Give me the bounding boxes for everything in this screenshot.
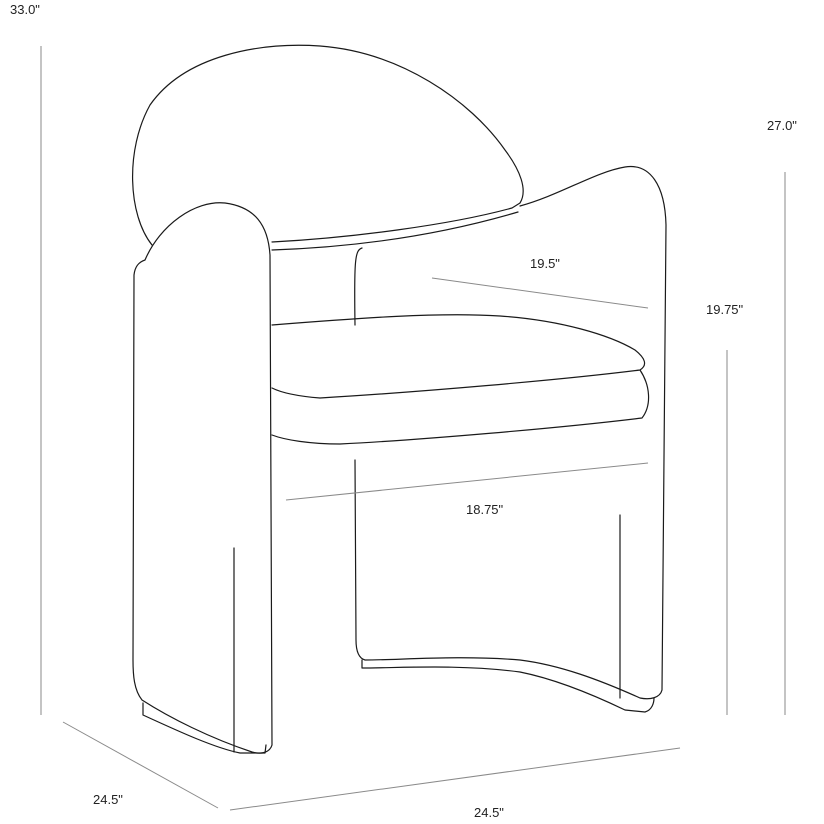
overall-height-label: 33.0" <box>10 2 40 17</box>
backrest-rim <box>271 211 519 251</box>
left-arm-base <box>142 702 267 754</box>
depth-line <box>62 721 219 809</box>
seat-front <box>271 369 650 445</box>
arm-height-label: 27.0" <box>767 118 797 133</box>
dimension-lines <box>40 46 786 811</box>
depth-label: 24.5" <box>93 792 123 807</box>
seat-height-label: 19.75" <box>706 302 744 317</box>
right-arm-outline <box>354 165 667 700</box>
right-arm-base <box>361 659 655 713</box>
seat-width-line <box>285 462 649 501</box>
backrest-outline <box>131 44 524 246</box>
seat-depth-line <box>431 277 649 309</box>
left-arm-outline <box>132 202 273 754</box>
seat-width-label: 18.75" <box>466 502 504 517</box>
width-line <box>229 747 681 811</box>
seat-top <box>271 314 646 399</box>
seat-depth-label: 19.5" <box>530 256 560 271</box>
width-label: 24.5" <box>474 805 504 820</box>
right-arm-inner-seam <box>354 247 363 326</box>
